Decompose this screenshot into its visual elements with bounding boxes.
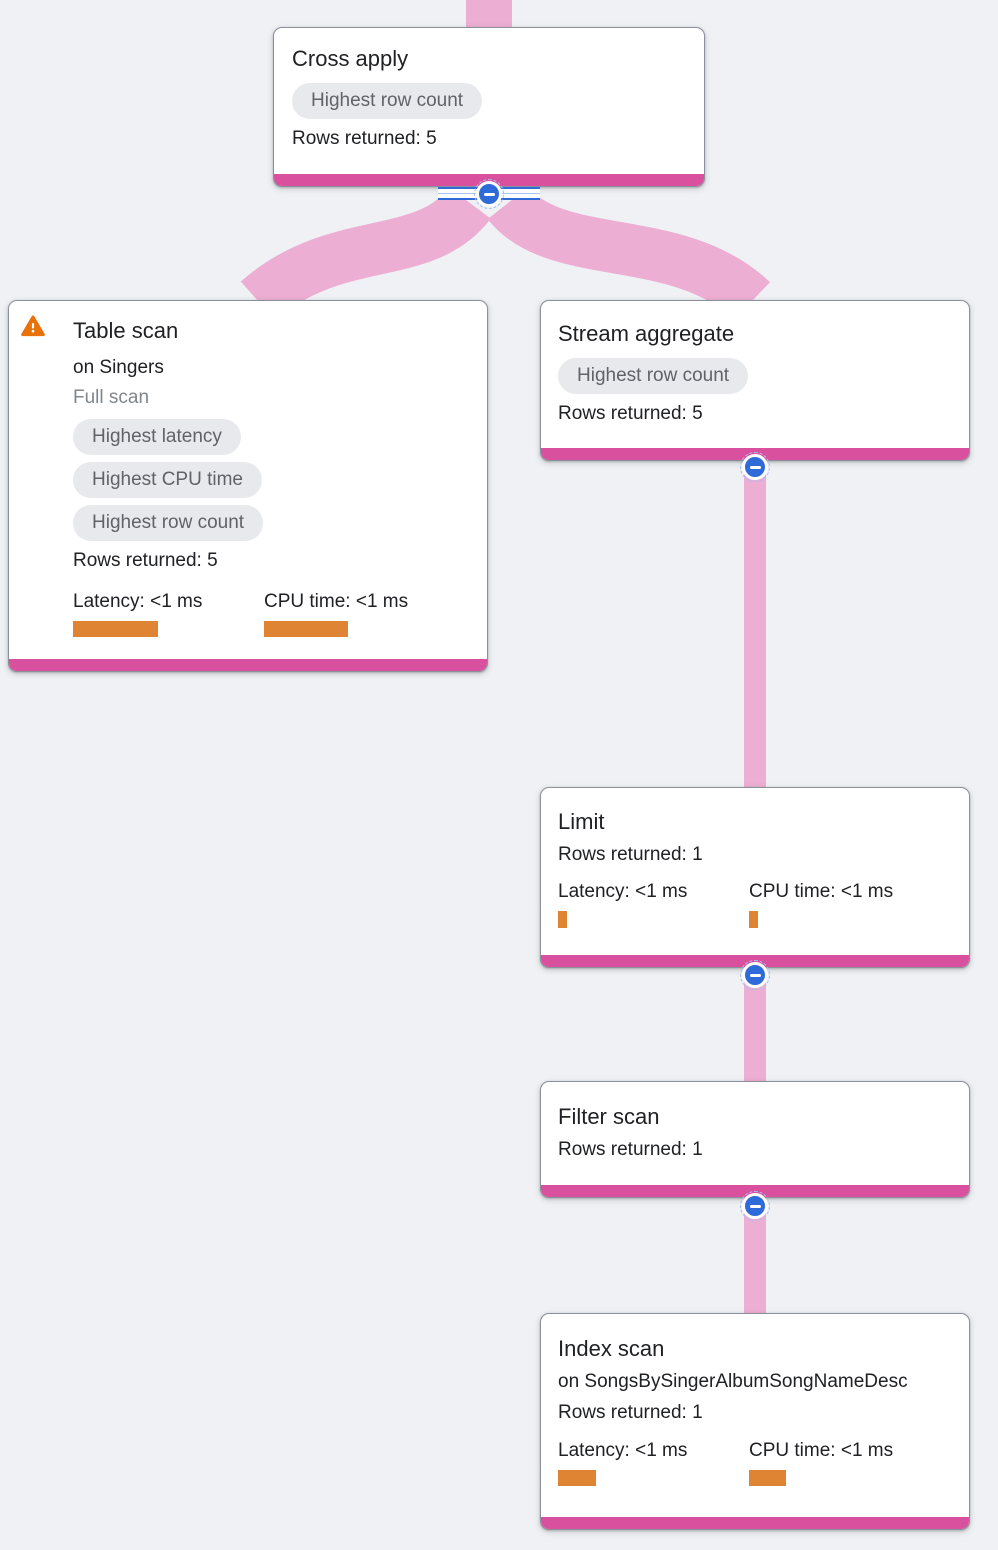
minus-icon [749,465,761,469]
rows-returned: Rows returned: 1 [558,844,703,865]
edge-limit-to-filter-scan [744,958,766,1086]
edge-filter-scan-to-index-scan [744,1192,766,1318]
edge-cross-apply-to-table-scan [240,186,491,322]
node-title: Limit [558,809,605,834]
edge-stream-aggregate-to-limit [744,452,766,792]
cpu-time-label: CPU time: <1 ms [749,1440,894,1461]
minus-icon [749,973,761,977]
warning-icon [21,315,51,341]
rows-returned: Rows returned: 5 [292,128,437,149]
collapse-button-stream-aggregate[interactable] [740,452,770,482]
node-card-index-scan[interactable]: Index scan on SongsBySingerAlbumSongName… [540,1313,970,1530]
cpu-time-label: CPU time: <1 ms [264,591,409,612]
node-accent-bar [9,659,487,671]
cpu-time-bar [749,911,758,928]
latency-label: Latency: <1 ms [558,1440,688,1461]
node-badge: Highest CPU time [73,462,262,498]
cpu-time-label: CPU time: <1 ms [749,881,894,902]
node-title: Cross apply [292,46,409,71]
rows-returned: Rows returned: 5 [73,550,218,571]
rows-returned: Rows returned: 5 [558,403,703,424]
node-note: Full scan [73,387,150,408]
node-card-table-scan[interactable]: Table scan on Singers Full scan Highest … [8,300,488,672]
node-badge: Highest row count [558,358,749,394]
node-card-cross-apply[interactable]: Cross apply Highest row count Rows retur… [273,27,705,187]
node-title: Filter scan [558,1104,660,1129]
minus-icon [749,1204,761,1208]
node-title: Index scan [558,1336,665,1361]
node-badge: Highest latency [73,419,241,455]
node-target: on Singers [73,357,164,378]
node-title: Table scan [73,318,179,343]
collapse-button-limit[interactable] [740,960,770,990]
latency-bar [73,621,158,637]
cpu-time-bar [749,1470,786,1486]
node-card-limit[interactable]: Limit Rows returned: 1 Latency: <1 ms CP… [540,787,970,968]
latency-bar [558,911,567,928]
node-title: Stream aggregate [558,321,735,346]
rows-returned: Rows returned: 1 [558,1402,703,1423]
node-badge: Highest row count [292,83,483,119]
edge-cross-apply-to-stream-aggregate [487,185,770,321]
node-badge: Highest row count [73,505,264,541]
node-card-filter-scan[interactable]: Filter scan Rows returned: 1 [540,1081,970,1198]
node-card-stream-aggregate[interactable]: Stream aggregate Highest row count Rows … [540,300,970,461]
latency-bar [558,1470,596,1486]
collapse-button-filter-scan[interactable] [740,1191,770,1221]
collapse-button-cross-apply[interactable] [474,179,504,209]
latency-label: Latency: <1 ms [73,591,203,612]
node-target: on SongsBySingerAlbumSongNameDesc [558,1371,908,1392]
node-accent-bar [541,1517,969,1529]
rows-returned: Rows returned: 1 [558,1139,703,1160]
edge-parent-to-cross-apply [466,0,512,30]
minus-icon [483,192,495,196]
latency-label: Latency: <1 ms [558,881,688,902]
cpu-time-bar [264,621,348,637]
